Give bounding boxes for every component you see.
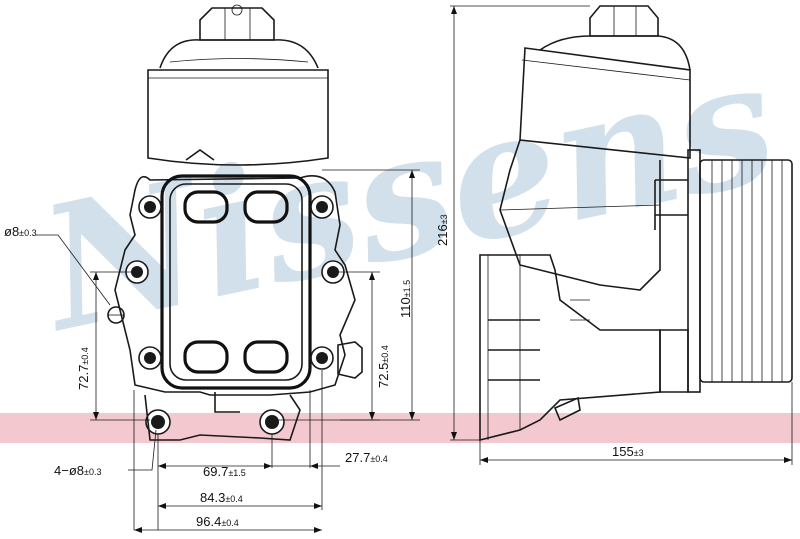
dimension-labels: ø8±0.3 4−ø8±0.3 72.7±0.4 72.5±0.4 110±1.… xyxy=(4,214,644,529)
side-body xyxy=(499,139,661,291)
side-base-mount xyxy=(479,254,661,442)
cooler-port-top-left xyxy=(183,190,229,224)
bolt-holes xyxy=(125,195,345,435)
side-hex-cap xyxy=(589,5,659,37)
dim-width-inner: 84.3±0.4 xyxy=(200,490,243,505)
cooler-port-bottom-right xyxy=(243,340,289,374)
mounting-plate xyxy=(114,175,356,396)
filter-cap-body xyxy=(147,69,329,166)
side-filter-cap xyxy=(519,47,691,159)
dim-width-outer: 96.4±0.4 xyxy=(196,514,239,529)
dim-hole-diameter: 4−ø8±0.3 xyxy=(54,463,101,478)
dim-right-height: 72.5±0.4 xyxy=(376,345,391,388)
side-plug xyxy=(337,341,363,379)
dim-pin-diameter: ø8±0.3 xyxy=(4,224,37,239)
cooler-port-bottom-left xyxy=(183,340,229,374)
dim-plate-height: 110±1.5 xyxy=(398,280,413,318)
dim-left-height: 72.7±0.4 xyxy=(76,347,91,390)
dim-overall-depth: 155±3 xyxy=(612,444,644,459)
dim-offset: 27.7±0.4 xyxy=(345,450,388,465)
front-dimensions xyxy=(36,5,590,533)
side-view xyxy=(479,5,793,465)
front-view xyxy=(107,4,363,441)
dim-hole-spacing: 69.7±1.5 xyxy=(203,464,246,479)
oil-cooler-plate xyxy=(160,174,312,390)
highlight-band xyxy=(0,413,800,443)
dim-overall-height: 216±3 xyxy=(435,214,450,246)
cooler-fins xyxy=(699,159,793,383)
cap-dome xyxy=(159,39,319,69)
hex-cap xyxy=(199,7,275,41)
cooler-port-top-right xyxy=(243,190,289,224)
